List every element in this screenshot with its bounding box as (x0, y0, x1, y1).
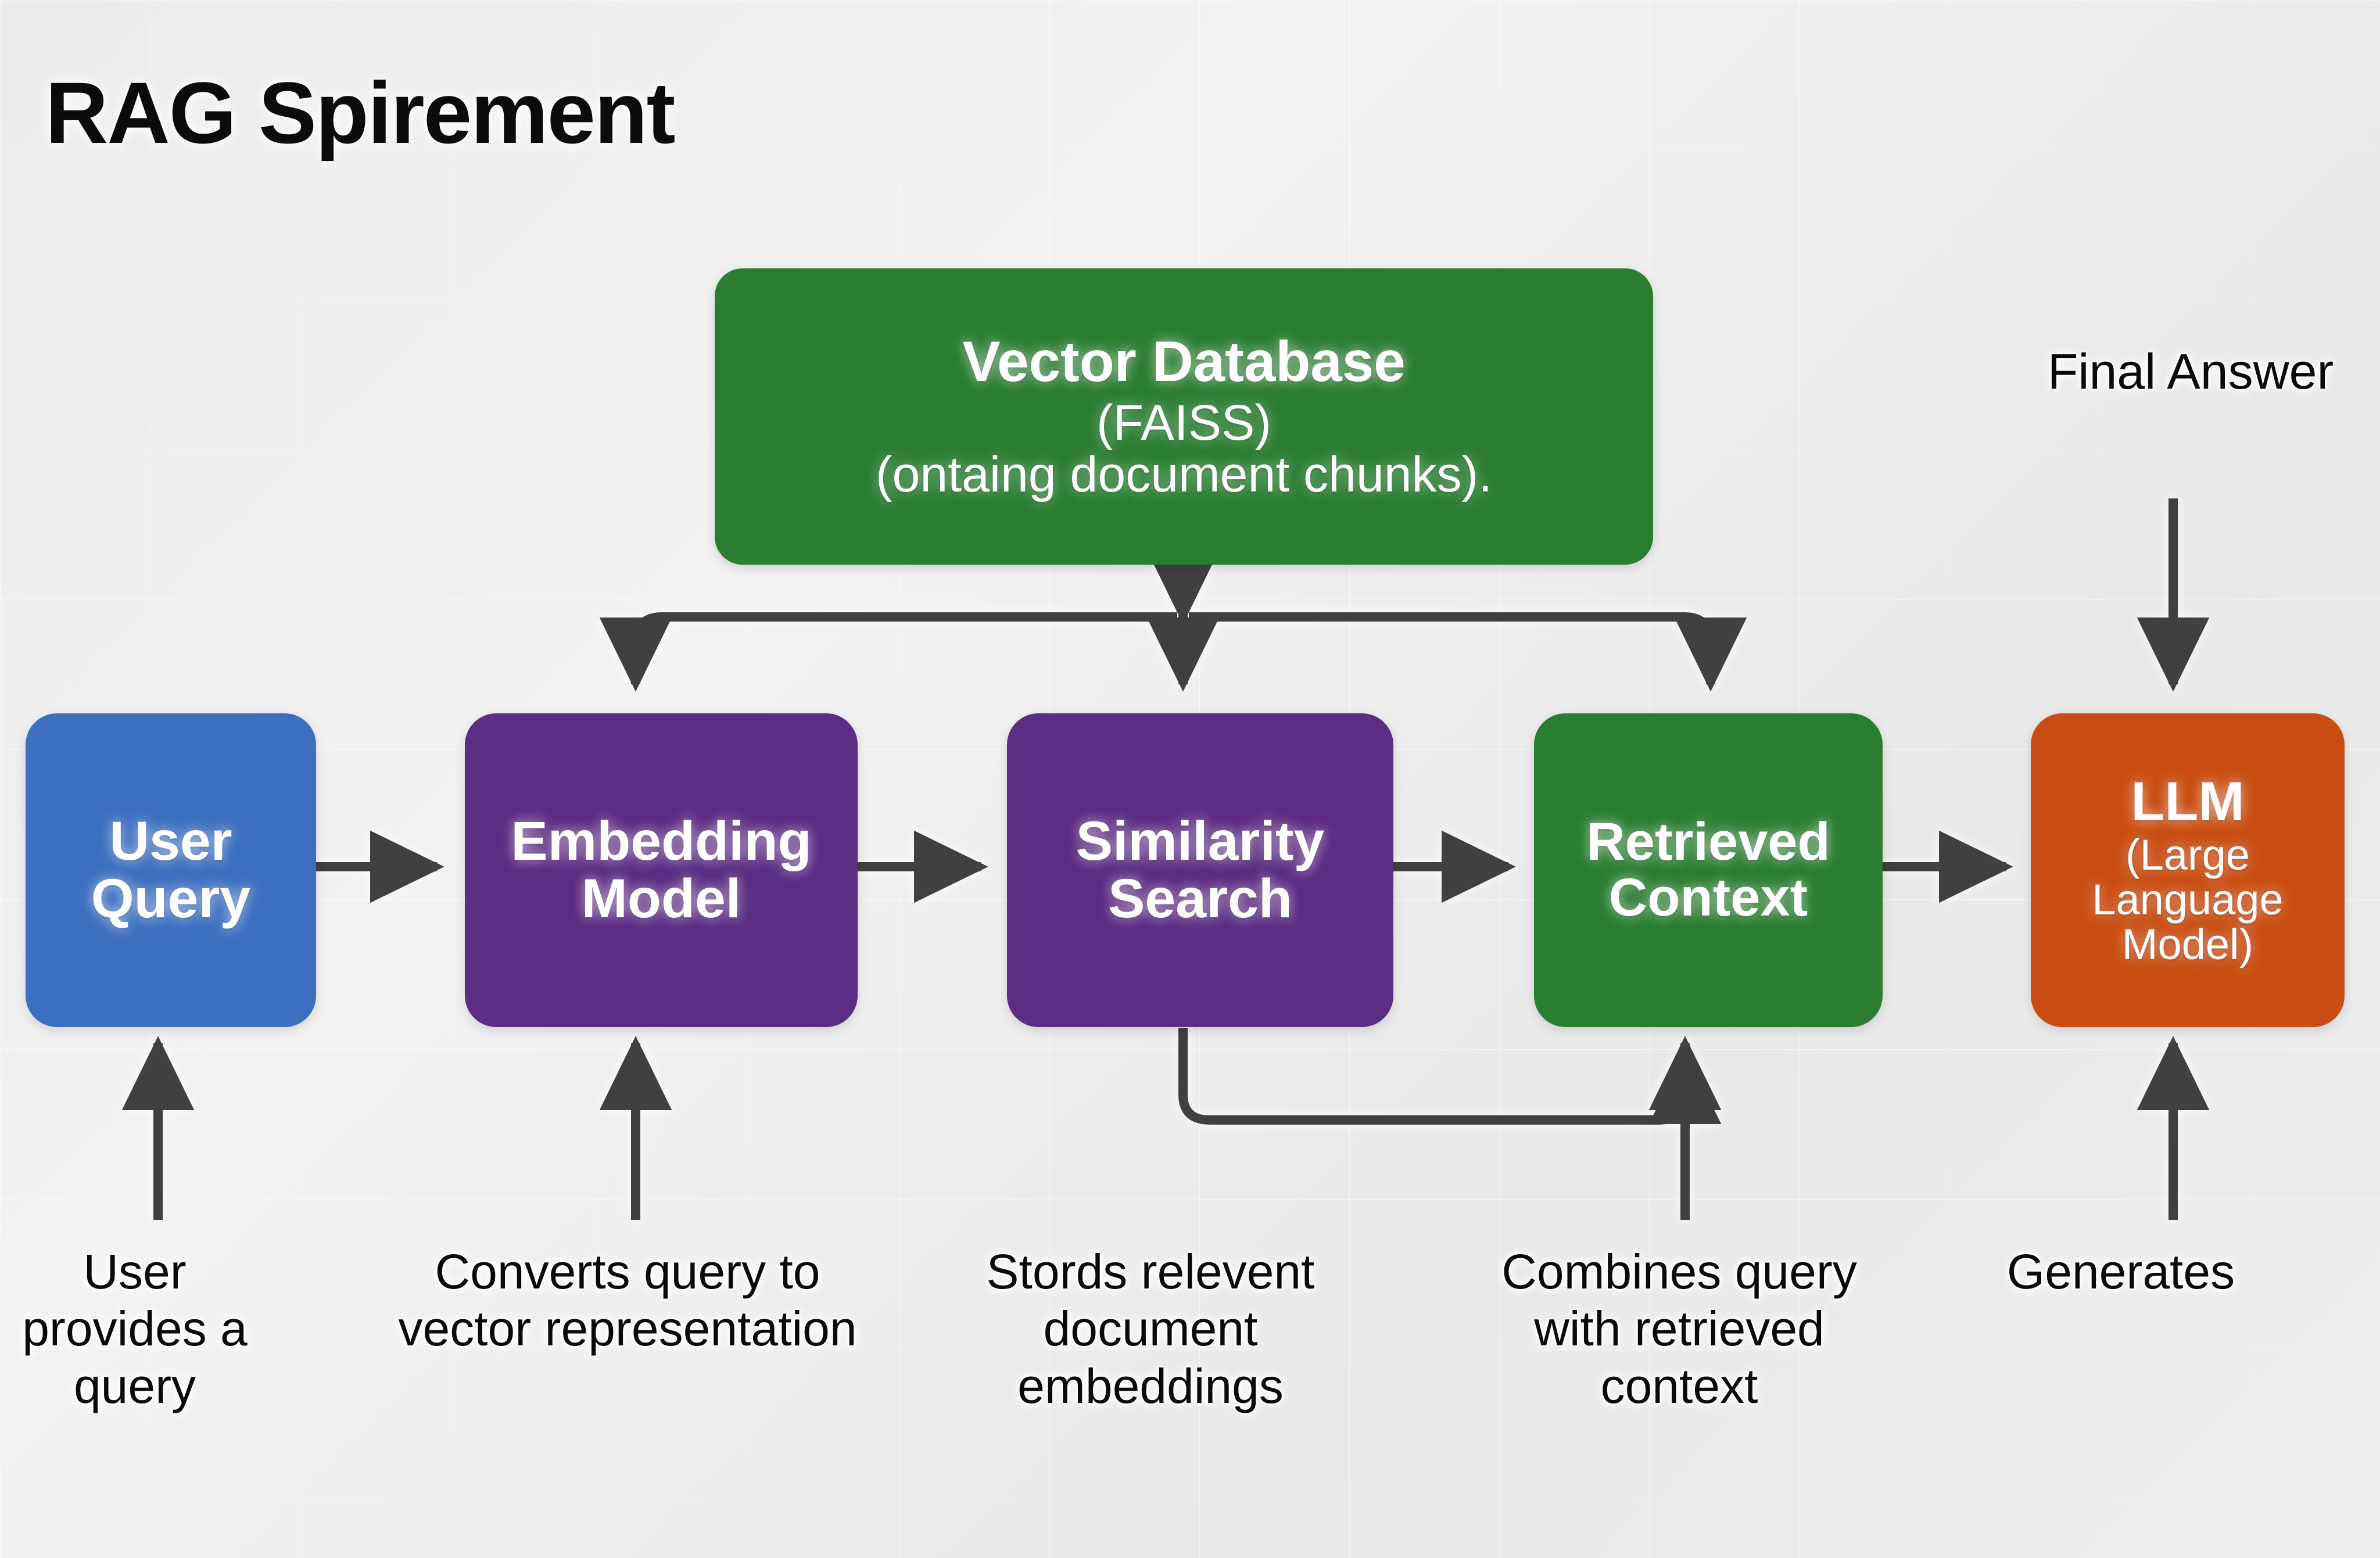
caption-embedding-model: Converts query to vector representation (398, 1244, 857, 1356)
caption-retrieved-context: Combines query with retrieved context (1501, 1244, 1857, 1413)
node-vector-database[interactable]: Vector Database (FAISS) (ontaing documen… (715, 268, 1653, 565)
node-vector-database-line3: (ontaing document chunks). (875, 446, 1493, 502)
node-similarity-search-line2: Search (1108, 868, 1292, 929)
node-retrieved-context-line2: Context (1608, 868, 1808, 927)
arrow-bus-to-embedding (599, 612, 672, 692)
node-llm-line3: Language (2092, 875, 2284, 924)
node-user-query[interactable]: User Query (26, 713, 316, 1027)
node-llm-line4: Model) (2121, 920, 2254, 968)
loop-similarity-to-retrieved (1178, 1028, 1722, 1125)
node-retrieved-context[interactable]: Retrieved Context (1534, 713, 1883, 1027)
node-llm[interactable]: LLM (Large Language Model) (2031, 713, 2345, 1027)
caption-user-query: User provides a query (22, 1244, 248, 1413)
node-embedding-model-line1: Embedding (511, 810, 812, 873)
node-user-query-line2: Query (91, 868, 251, 929)
node-similarity-search[interactable]: Similarity Search (1007, 713, 1393, 1027)
label-final-answer: Final Answer (2047, 344, 2334, 400)
node-llm-line1: LLM (2131, 771, 2245, 833)
node-similarity-search-line1: Similarity (1076, 810, 1325, 873)
caption-similarity-search: Stords relevent document embeddings (986, 1244, 1315, 1413)
node-embedding-model-line2: Model (581, 868, 741, 929)
node-vector-database-line1: Vector Database (962, 329, 1406, 393)
node-llm-line2: (Large (2125, 830, 2250, 879)
caption-llm: Generates (2006, 1244, 2235, 1299)
node-embedding-model[interactable]: Embedding Model (465, 713, 858, 1027)
page-title: RAG Spirement (45, 64, 676, 161)
arrow-bus-to-retrieved (1674, 612, 1747, 692)
node-retrieved-context-line1: Retrieved (1586, 812, 1830, 872)
node-vector-database-line2: (FAISS) (1096, 394, 1272, 451)
node-user-query-line1: User (109, 810, 232, 873)
